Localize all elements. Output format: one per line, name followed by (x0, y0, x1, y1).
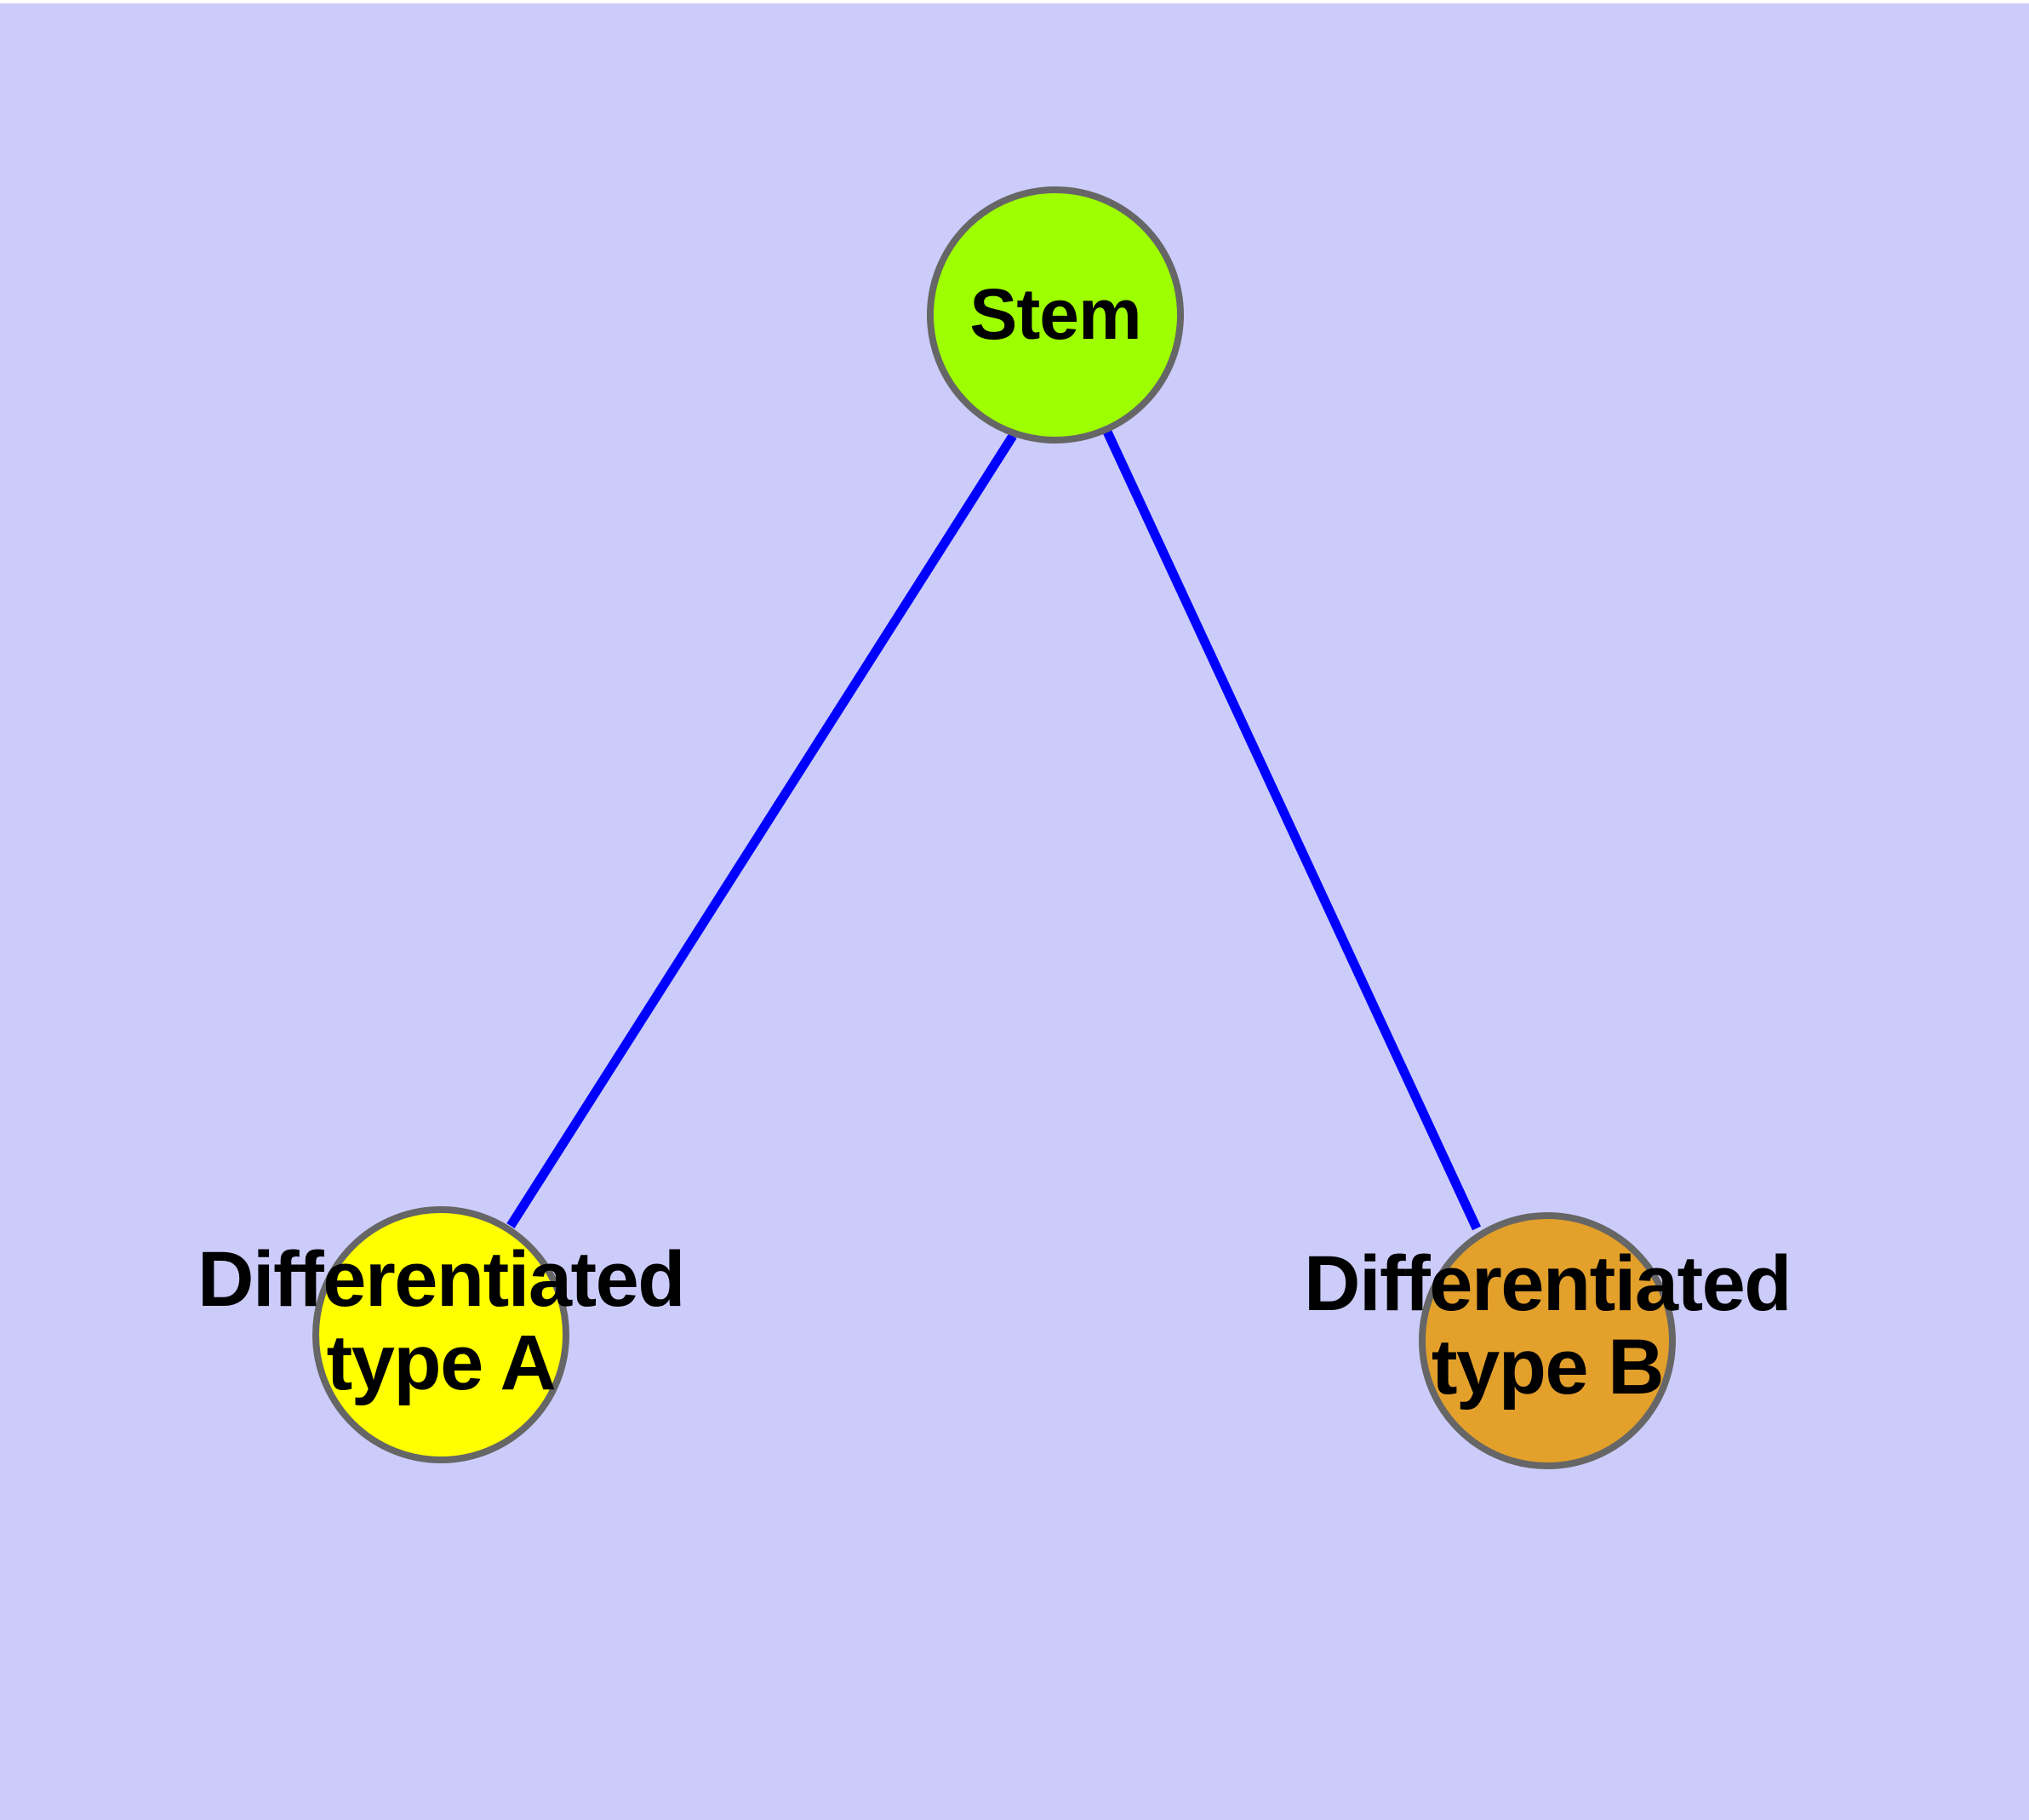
edge-layer (506, 427, 1481, 1231)
edge-stem-to-differentiated-type-a (506, 433, 1017, 1228)
node-stem[interactable] (927, 186, 1184, 444)
node-differentiated-type-b[interactable] (1419, 1212, 1676, 1469)
node-layer (312, 186, 1676, 1469)
node-differentiated-type-a[interactable] (312, 1206, 569, 1463)
edge-stem-to-differentiated-type-b (1102, 427, 1481, 1231)
